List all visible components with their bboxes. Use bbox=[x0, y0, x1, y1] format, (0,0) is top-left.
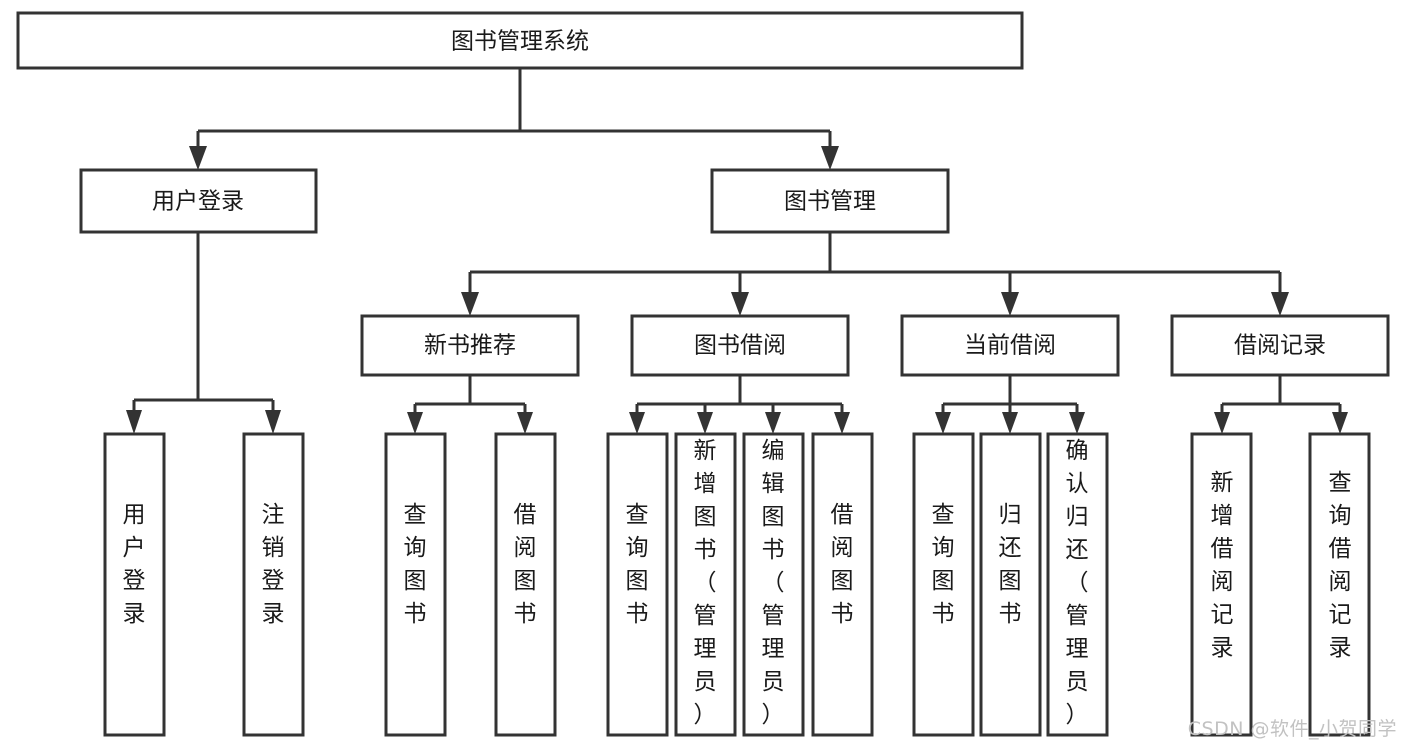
edge-group-user-login-to-leaves bbox=[126, 232, 281, 434]
arrowhead-leaf-confirm-return bbox=[1069, 412, 1085, 434]
arrowhead-borrow-record bbox=[1271, 292, 1289, 316]
edge-group-book-borrow-to-leaves bbox=[629, 375, 850, 434]
node-leaf-query-book-3[interactable]: 查询图书 bbox=[912, 432, 975, 737]
node-borrow-record-label: 借阅记录 bbox=[1234, 333, 1326, 359]
arrowhead-leaf-add-record bbox=[1214, 412, 1230, 434]
node-leaf-user-login-label: 用户登录 bbox=[123, 502, 146, 627]
node-root[interactable]: 图书管理系统 bbox=[16, 11, 1024, 70]
node-current-borrow-box[interactable] bbox=[900, 314, 1120, 377]
node-leaf-query-book-2[interactable]: 查询图书 bbox=[606, 432, 669, 737]
arrowhead-leaf-query-book-3 bbox=[935, 412, 951, 434]
node-book-borrow-box[interactable] bbox=[630, 314, 850, 377]
node-leaf-return-book-label: 归还图书 bbox=[999, 502, 1022, 627]
node-new-book-rec-box[interactable] bbox=[360, 314, 580, 377]
node-leaf-query-book-1[interactable]: 查询图书 bbox=[384, 432, 447, 737]
edge-group-book-manage-to-level3 bbox=[461, 232, 1289, 316]
node-book-borrow[interactable]: 图书借阅 bbox=[630, 314, 850, 377]
node-leaf-query-book-1-label: 查询图书 bbox=[404, 502, 427, 627]
node-user-login-box[interactable] bbox=[79, 168, 318, 234]
arrowhead-current-borrow bbox=[1001, 292, 1019, 316]
node-book-manage-label: 图书管理 bbox=[784, 189, 876, 215]
node-leaf-edit-book-label: 编辑图书（管理员） bbox=[762, 438, 785, 728]
node-root-label: 图书管理系统 bbox=[451, 29, 589, 55]
edge-group-root-to-level2 bbox=[189, 68, 839, 170]
node-new-book-rec[interactable]: 新书推荐 bbox=[360, 314, 580, 377]
arrowhead-user-login bbox=[189, 146, 207, 170]
node-leaf-edit-book[interactable]: 编辑图书（管理员） bbox=[742, 432, 805, 737]
arrowhead-leaf-user-login bbox=[126, 410, 142, 434]
node-leaf-query-book-2-box[interactable] bbox=[606, 432, 669, 737]
node-leaf-borrow-book-2[interactable]: 借阅图书 bbox=[811, 432, 874, 737]
arrowhead-leaf-query-record bbox=[1332, 412, 1348, 434]
node-user-login[interactable]: 用户登录 bbox=[79, 168, 318, 234]
node-leaf-add-record-label: 新增借阅记录 bbox=[1211, 470, 1234, 661]
node-leaf-add-book-box[interactable] bbox=[674, 432, 737, 737]
node-leaf-logout[interactable]: 注销登录 bbox=[242, 432, 305, 737]
arrowhead-leaf-logout bbox=[265, 410, 281, 434]
arrowhead-leaf-edit-book bbox=[765, 412, 781, 434]
edge-group-new-book-rec-to-leaves bbox=[407, 375, 533, 434]
arrowhead-leaf-borrow-book-1 bbox=[517, 412, 533, 434]
arrowhead-new-book-rec bbox=[461, 292, 479, 316]
node-leaf-user-login-box[interactable] bbox=[103, 432, 166, 737]
arrowhead-book-borrow bbox=[731, 292, 749, 316]
node-leaf-borrow-book-2-label: 借阅图书 bbox=[831, 502, 854, 627]
node-user-login-label: 用户登录 bbox=[152, 189, 244, 215]
node-leaf-confirm-return-box[interactable] bbox=[1046, 432, 1109, 737]
arrowhead-book-manage bbox=[821, 146, 839, 170]
node-leaf-logout-label: 注销登录 bbox=[262, 502, 285, 627]
node-current-borrow-label: 当前借阅 bbox=[964, 333, 1056, 359]
node-new-book-rec-label: 新书推荐 bbox=[424, 333, 516, 359]
node-leaf-add-book[interactable]: 新增图书（管理员） bbox=[674, 432, 737, 737]
edge-group-current-borrow-to-leaves bbox=[935, 375, 1085, 434]
node-leaf-query-record[interactable]: 查询借阅记录 bbox=[1308, 432, 1371, 737]
node-book-manage[interactable]: 图书管理 bbox=[710, 168, 950, 234]
arrowhead-leaf-return-book bbox=[1002, 412, 1018, 434]
node-leaf-borrow-book-1-label: 借阅图书 bbox=[514, 502, 537, 627]
node-borrow-record[interactable]: 借阅记录 bbox=[1170, 314, 1390, 377]
arrowhead-leaf-add-book bbox=[697, 412, 713, 434]
node-leaf-confirm-return[interactable]: 确认归还（管理员） bbox=[1046, 432, 1109, 737]
node-book-borrow-label: 图书借阅 bbox=[694, 333, 786, 359]
node-leaf-borrow-book-1-box[interactable] bbox=[494, 432, 557, 737]
node-leaf-query-book-2-label: 查询图书 bbox=[626, 502, 649, 627]
node-leaf-edit-book-box[interactable] bbox=[742, 432, 805, 737]
node-leaf-logout-box[interactable] bbox=[242, 432, 305, 737]
node-leaf-borrow-book-2-box[interactable] bbox=[811, 432, 874, 737]
node-leaf-user-login[interactable]: 用户登录 bbox=[103, 432, 166, 737]
node-borrow-record-box[interactable] bbox=[1170, 314, 1390, 377]
arrowhead-leaf-borrow-book-2 bbox=[834, 412, 850, 434]
node-book-manage-box[interactable] bbox=[710, 168, 950, 234]
node-leaf-confirm-return-label: 确认归还（管理员） bbox=[1066, 438, 1089, 728]
edge-group-borrow-record-to-leaves bbox=[1214, 375, 1348, 434]
arrowhead-leaf-query-book-2 bbox=[629, 412, 645, 434]
node-leaf-borrow-book-1[interactable]: 借阅图书 bbox=[494, 432, 557, 737]
node-leaf-query-book-3-label: 查询图书 bbox=[932, 502, 955, 627]
node-leaf-add-record[interactable]: 新增借阅记录 bbox=[1190, 432, 1253, 737]
node-leaf-add-book-label: 新增图书（管理员） bbox=[694, 438, 717, 728]
node-leaf-query-book-3-box[interactable] bbox=[912, 432, 975, 737]
node-leaf-return-book[interactable]: 归还图书 bbox=[979, 432, 1042, 737]
node-leaf-add-record-box[interactable] bbox=[1190, 432, 1253, 737]
arrowhead-leaf-query-book-1 bbox=[407, 412, 423, 434]
node-leaf-query-book-1-box[interactable] bbox=[384, 432, 447, 737]
node-leaf-query-record-box[interactable] bbox=[1308, 432, 1371, 737]
node-root-box[interactable] bbox=[16, 11, 1024, 70]
node-current-borrow[interactable]: 当前借阅 bbox=[900, 314, 1120, 377]
node-leaf-return-book-box[interactable] bbox=[979, 432, 1042, 737]
node-leaf-query-record-label: 查询借阅记录 bbox=[1329, 470, 1352, 661]
